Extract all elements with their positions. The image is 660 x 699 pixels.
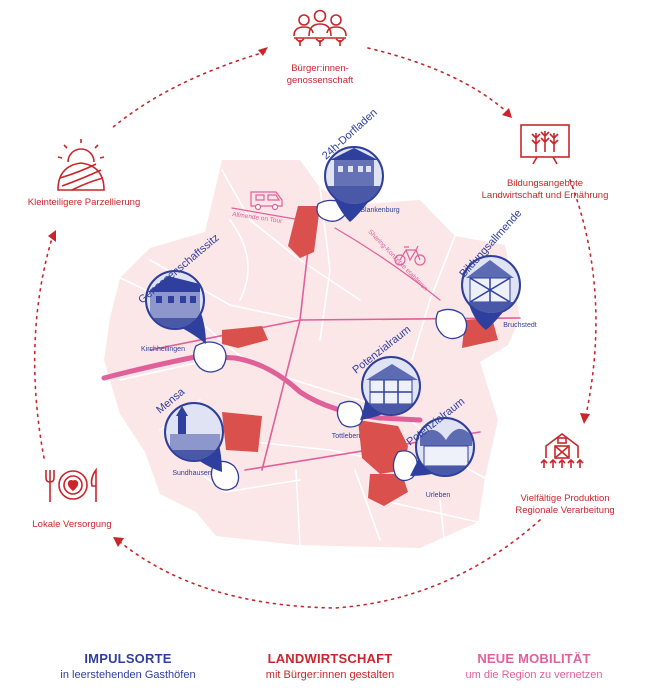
parcel-kirchheilingen [222,326,268,348]
label-buerger-genossenschaft: Bürger:innen- genossenschaft [286,63,354,86]
footer-impulsorte-subtitle: in leerstehenden Gasthöfen [60,669,196,681]
label-kleinteiligere-parzellierung: Kleinteiligere Parzellierung [27,197,141,208]
place-urleben: Urleben [425,492,451,499]
people-icon [293,9,347,46]
footer-landwirtschaft-subtitle: mit Bürger:innen gestalten [265,669,395,681]
building-photo [166,404,222,460]
pin-genossenschaftssitz[interactable] [144,268,208,344]
label-bildungsangebote: Bildungsangebote Landwirtschaft und Ernä… [481,178,609,201]
parcel-blankenburg [288,206,320,258]
pin-bildungsallmende[interactable] [460,252,524,330]
footer-impulsorte: IMPULSORTE in leerstehenden Gasthöfen [18,651,238,681]
building-photo [417,419,473,475]
building-photo [326,148,382,204]
sun-field-icon [57,139,105,191]
footer-impulsorte-title: IMPULSORTE [84,651,172,666]
place-bruchstedt: Bruchstedt [503,322,537,329]
village-urleben [392,450,418,482]
village-tottleben [336,400,364,428]
barn-icon [540,433,584,468]
place-sundhausen: Sundhausen [172,470,212,477]
village-bruchstedt [435,308,468,340]
village-kirchheilingen [193,341,227,373]
parcel-sundhausen [222,412,262,452]
van-icon [250,191,283,211]
footer-mobilitaet-subtitle: um die Region zu vernetzen [465,669,603,681]
pin-mensa[interactable] [163,400,227,472]
cycle-arrowheads [48,47,590,547]
place-tottleben: Tottleben [331,433,361,440]
village-outlines [193,199,468,491]
footer-mobilitaet: NEUE MOBILITÄT um die Region zu vernetze… [424,651,644,681]
pin-dorfladen[interactable] [320,140,390,222]
plate-cutlery-icon [45,467,97,502]
building-photo [363,358,419,414]
footer-landwirtschaft: LANDWIRTSCHAFT mit Bürger:innen gestalte… [220,651,440,681]
agricultural-parcels [222,206,498,506]
building-photo [463,257,519,313]
place-blankenburg: Blankenburg [360,207,400,214]
bicycle-icon [394,245,426,266]
label-vielfaeltige-produktion: Vielfältige Produktion Regionale Verarbe… [515,493,615,516]
board-crops-icon [520,124,570,165]
parcel-urleben [368,474,408,506]
building-photo [147,272,203,328]
pin-potenzialraum-1[interactable] [360,354,424,420]
footer-mobilitaet-title: NEUE MOBILITÄT [477,651,591,666]
pin-potenzialraum-2[interactable] [410,416,478,480]
label-lokale-versorgung: Lokale Versorgung [32,519,112,530]
footer-landwirtschaft-title: LANDWIRTSCHAFT [267,651,393,666]
cycle-arrows [33,47,597,609]
place-kirchheilingen: Kirchheilingen [141,346,185,353]
